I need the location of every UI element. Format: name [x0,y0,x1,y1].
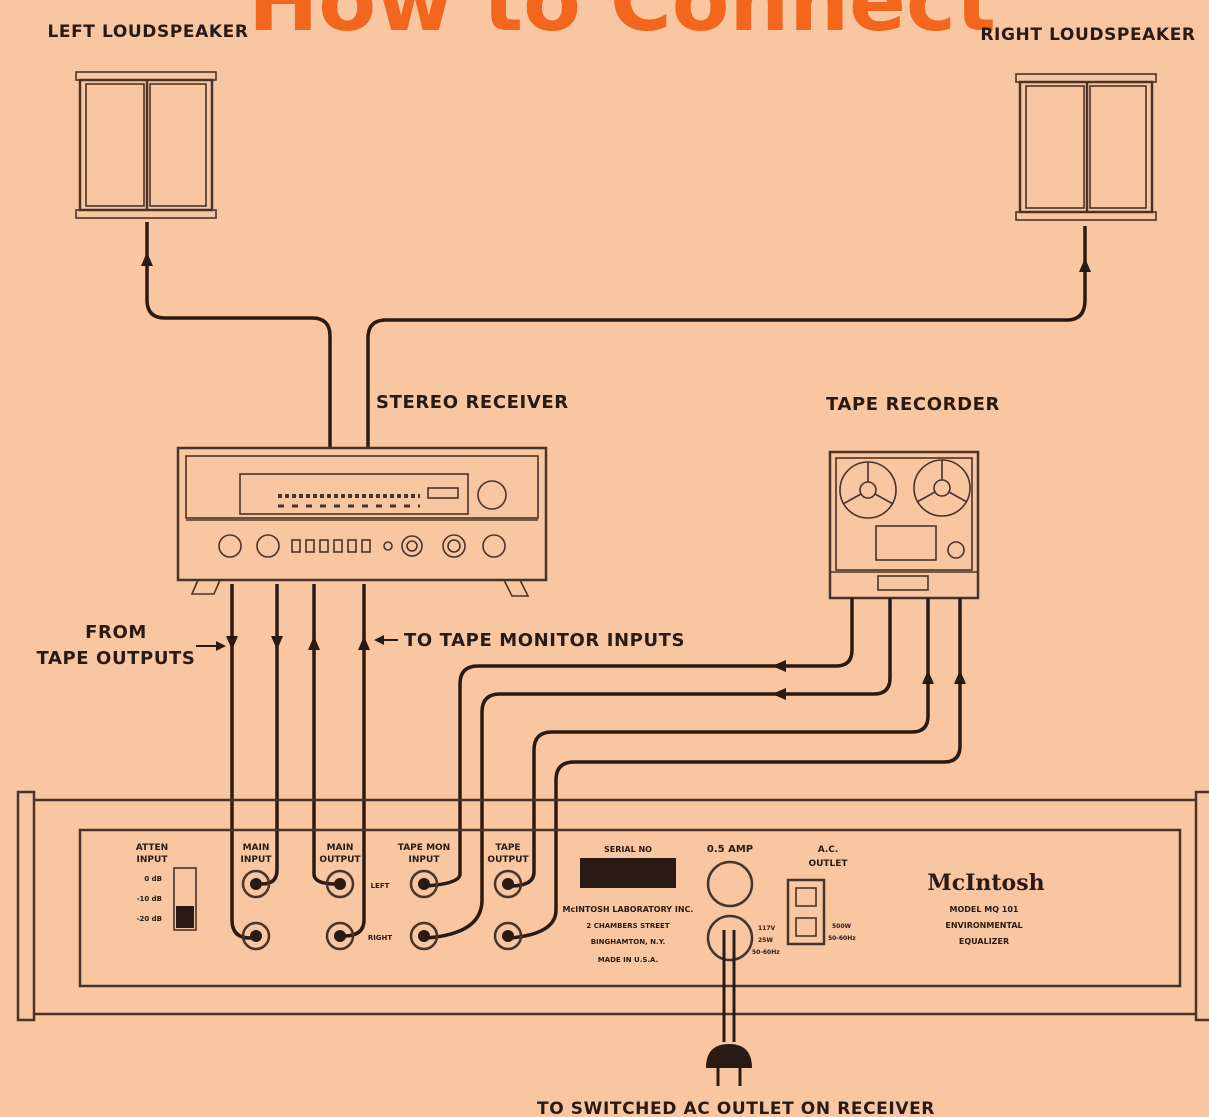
power-cord [706,930,752,1086]
ac-outlet-label-1: A.C. [818,845,839,855]
atten-10db: -10 dB [137,895,162,903]
tape-mon-label-1: TAPE MON [398,843,450,853]
tape-output-label-2: OUTPUT [487,855,529,865]
main-output-left-jack[interactable] [325,869,355,899]
left-channel-label: LEFT [371,882,390,890]
tape-mon-left-jack[interactable] [409,869,439,899]
brand-logo: McIntosh [927,870,1044,896]
ac-outlet[interactable] [786,878,826,946]
power-rating-1: 117V [758,925,776,932]
serial-no-label: SERIAL NO [604,845,652,854]
environmental-equalizer: ATTEN INPUT 0 dB -10 dB -20 dB MAIN INPU… [16,790,1209,1022]
model-line-2: ENVIRONMENTAL [945,921,1022,930]
right-loudspeaker [1015,73,1157,221]
main-input-right-jack[interactable] [241,921,271,951]
receiver-equalizer-wires [226,584,370,940]
atten-label-1: ATTEN [136,843,168,853]
main-input-left-jack[interactable] [241,869,271,899]
model-line-1: MODEL MQ 101 [950,905,1019,914]
ac-outlet-label-2: OUTLET [808,859,848,869]
ac-outlet-instruction: TO SWITCHED AC OUTLET ON RECEIVER [537,1099,935,1117]
left-loudspeaker [75,71,217,219]
power-cord-grommet [706,914,754,962]
tape-equalizer-wires [423,598,966,940]
to-arrow [374,635,398,645]
mfr-line-2: 2 CHAMBERS STREET [586,922,669,930]
page-title: How to Connect [248,0,996,50]
ac-rating-2: 50-60Hz [828,935,856,942]
receiver-label: STEREO RECEIVER [376,392,569,413]
ac-rating-1: 500W [832,923,852,930]
right-channel-label: RIGHT [368,934,393,942]
fuse-label: 0.5 AMP [707,844,753,855]
tape-mon-label-2: INPUT [409,855,441,865]
left-speaker-label: LEFT LOUDSPEAKER [47,22,248,42]
atten-label-2: INPUT [137,855,169,865]
tape-recorder-label: TAPE RECORDER [826,394,1000,415]
from-label-line2: TAPE OUTPUTS [36,648,195,669]
from-label-line1: FROM [85,622,147,643]
tape-mon-right-jack[interactable] [409,921,439,951]
fuse-holder[interactable] [706,860,754,908]
main-input-label-2: INPUT [241,855,273,865]
main-output-label-2: OUTPUT [319,855,361,865]
power-rating-2: 25W [758,937,773,944]
model-line-3: EQUALIZER [959,937,1009,946]
atten-0db: 0 dB [144,875,162,883]
atten-switch[interactable] [173,867,197,931]
stereo-receiver [176,446,548,597]
tape-output-left-jack[interactable] [493,869,523,899]
atten-20db: -20 dB [137,915,162,923]
tape-output-right-jack[interactable] [493,921,523,951]
power-rating-3: 50-60Hz [752,949,780,956]
main-output-label-1: MAIN [327,843,354,853]
serial-no-plate [580,858,676,888]
mfr-line-4: MADE IN U.S.A. [598,956,659,964]
mfr-line-3: BINGHAMTON, N.Y. [591,938,666,946]
tape-output-label-1: TAPE [495,843,520,853]
right-speaker-label: RIGHT LOUDSPEAKER [980,25,1195,45]
speaker-wires [141,222,1091,448]
to-tape-monitor-label: TO TAPE MONITOR INPUTS [404,630,685,651]
mfr-line-1: McINTOSH LABORATORY INC. [563,905,694,914]
main-input-label-1: MAIN [243,843,270,853]
tape-recorder [828,450,980,600]
main-output-right-jack[interactable] [325,921,355,951]
from-arrow [196,641,226,651]
